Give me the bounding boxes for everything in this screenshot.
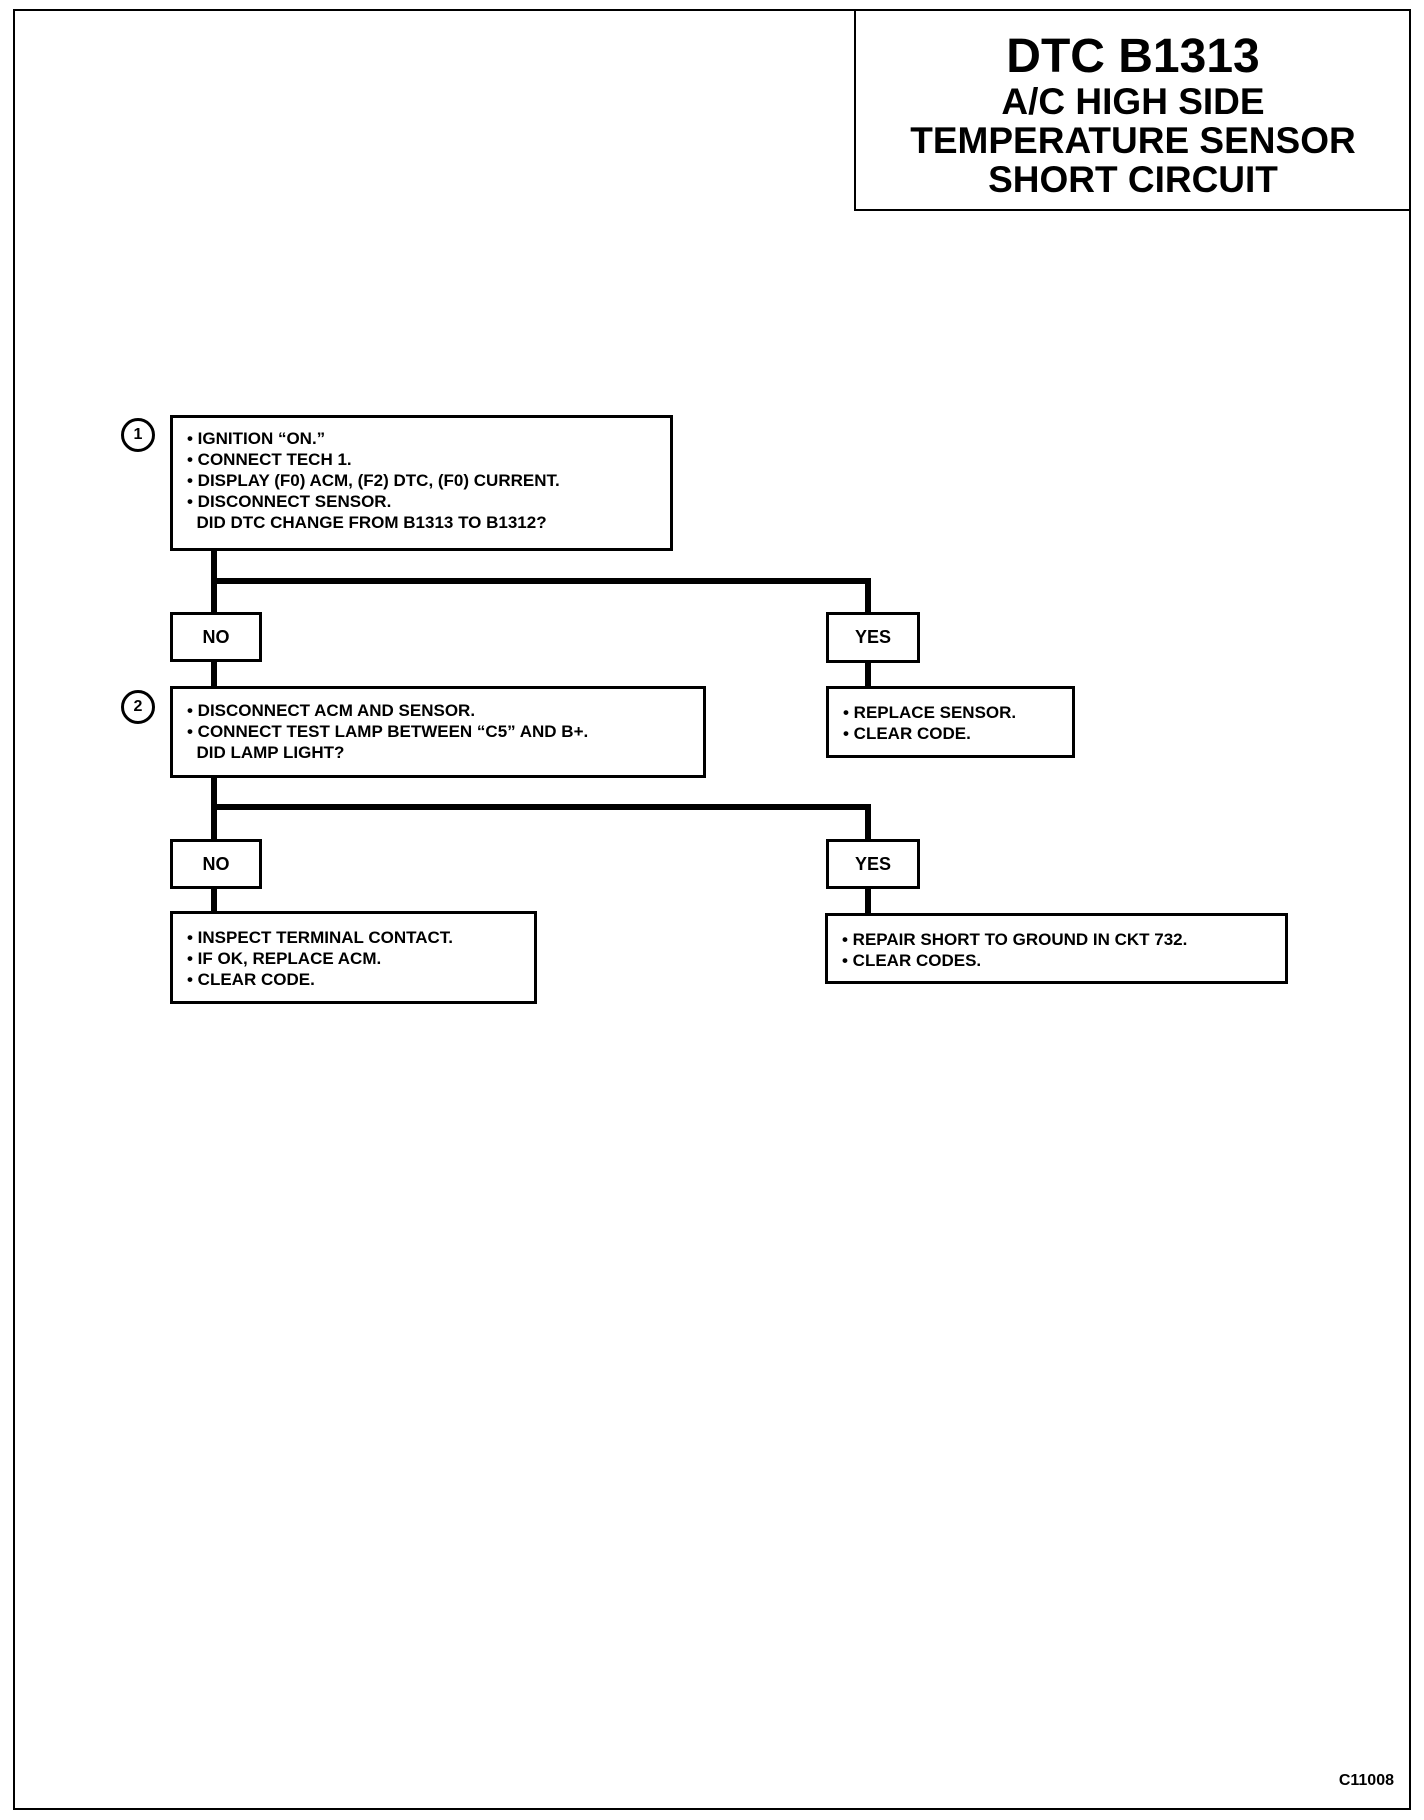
connector-branch-2 (211, 804, 871, 810)
step2-line: DID LAMP LIGHT? (187, 743, 345, 762)
yes2-line: • CLEAR CODES. (842, 951, 982, 970)
connector-branch-1 (211, 578, 871, 584)
connector-yes1-to-box (865, 661, 871, 688)
step1-line: DID DTC CHANGE FROM B1313 TO B1312? (187, 513, 547, 532)
title-box: DTC B1313 A/C HIGH SIDE TEMPERATURE SENS… (854, 11, 1410, 211)
connector-no1-to-step2 (211, 660, 217, 688)
no-label-2: NO (170, 839, 262, 889)
step-1-box: • IGNITION “ON.” • CONNECT TECH 1. • DIS… (170, 415, 673, 551)
figure-code: C11008 (1338, 1772, 1394, 1789)
dtc-code-title: DTC B1313 (1006, 30, 1260, 83)
no-label-1: NO (170, 612, 262, 662)
connector-to-yes1-label (865, 578, 871, 614)
connector-yes2-to-box (865, 887, 871, 915)
step1-line: • DISPLAY (F0) ACM, (F2) DTC, (F0) CURRE… (187, 471, 560, 490)
yes-label-2: YES (826, 839, 920, 889)
yes2-result-box: • REPAIR SHORT TO GROUND IN CKT 732. • C… (825, 913, 1288, 984)
no2-line: • INSPECT TERMINAL CONTACT. (187, 928, 453, 947)
title-line-1: A/C HIGH SIDE (1001, 81, 1265, 122)
no2-line: • CLEAR CODE. (187, 970, 315, 989)
no2-result-box: • INSPECT TERMINAL CONTACT. • IF OK, REP… (170, 911, 537, 1004)
title-line-3: SHORT CIRCUIT (988, 159, 1278, 200)
yes1-line: • REPLACE SENSOR. (843, 703, 1017, 722)
step-1-marker: 1 (121, 418, 155, 452)
yes-label-1: YES (826, 612, 920, 663)
yes1-result-box: • REPLACE SENSOR. • CLEAR CODE. (826, 686, 1075, 758)
step1-line: • DISCONNECT SENSOR. (187, 492, 392, 511)
step-2-box: • DISCONNECT ACM AND SENSOR. • CONNECT T… (170, 686, 706, 778)
page-frame (13, 9, 1411, 1810)
step2-line: • CONNECT TEST LAMP BETWEEN “C5” AND B+. (187, 722, 589, 741)
step1-line: • IGNITION “ON.” (187, 429, 326, 448)
yes1-line: • CLEAR CODE. (843, 724, 971, 743)
title-line-2: TEMPERATURE SENSOR (910, 120, 1356, 161)
yes2-line: • REPAIR SHORT TO GROUND IN CKT 732. (842, 930, 1188, 949)
step-2-marker: 2 (121, 690, 155, 724)
step2-line: • DISCONNECT ACM AND SENSOR. (187, 701, 476, 720)
no2-line: • IF OK, REPLACE ACM. (187, 949, 382, 968)
connector-no2-to-box (211, 885, 217, 913)
connector-to-yes2-label (865, 804, 871, 841)
step1-line: • CONNECT TECH 1. (187, 450, 352, 469)
